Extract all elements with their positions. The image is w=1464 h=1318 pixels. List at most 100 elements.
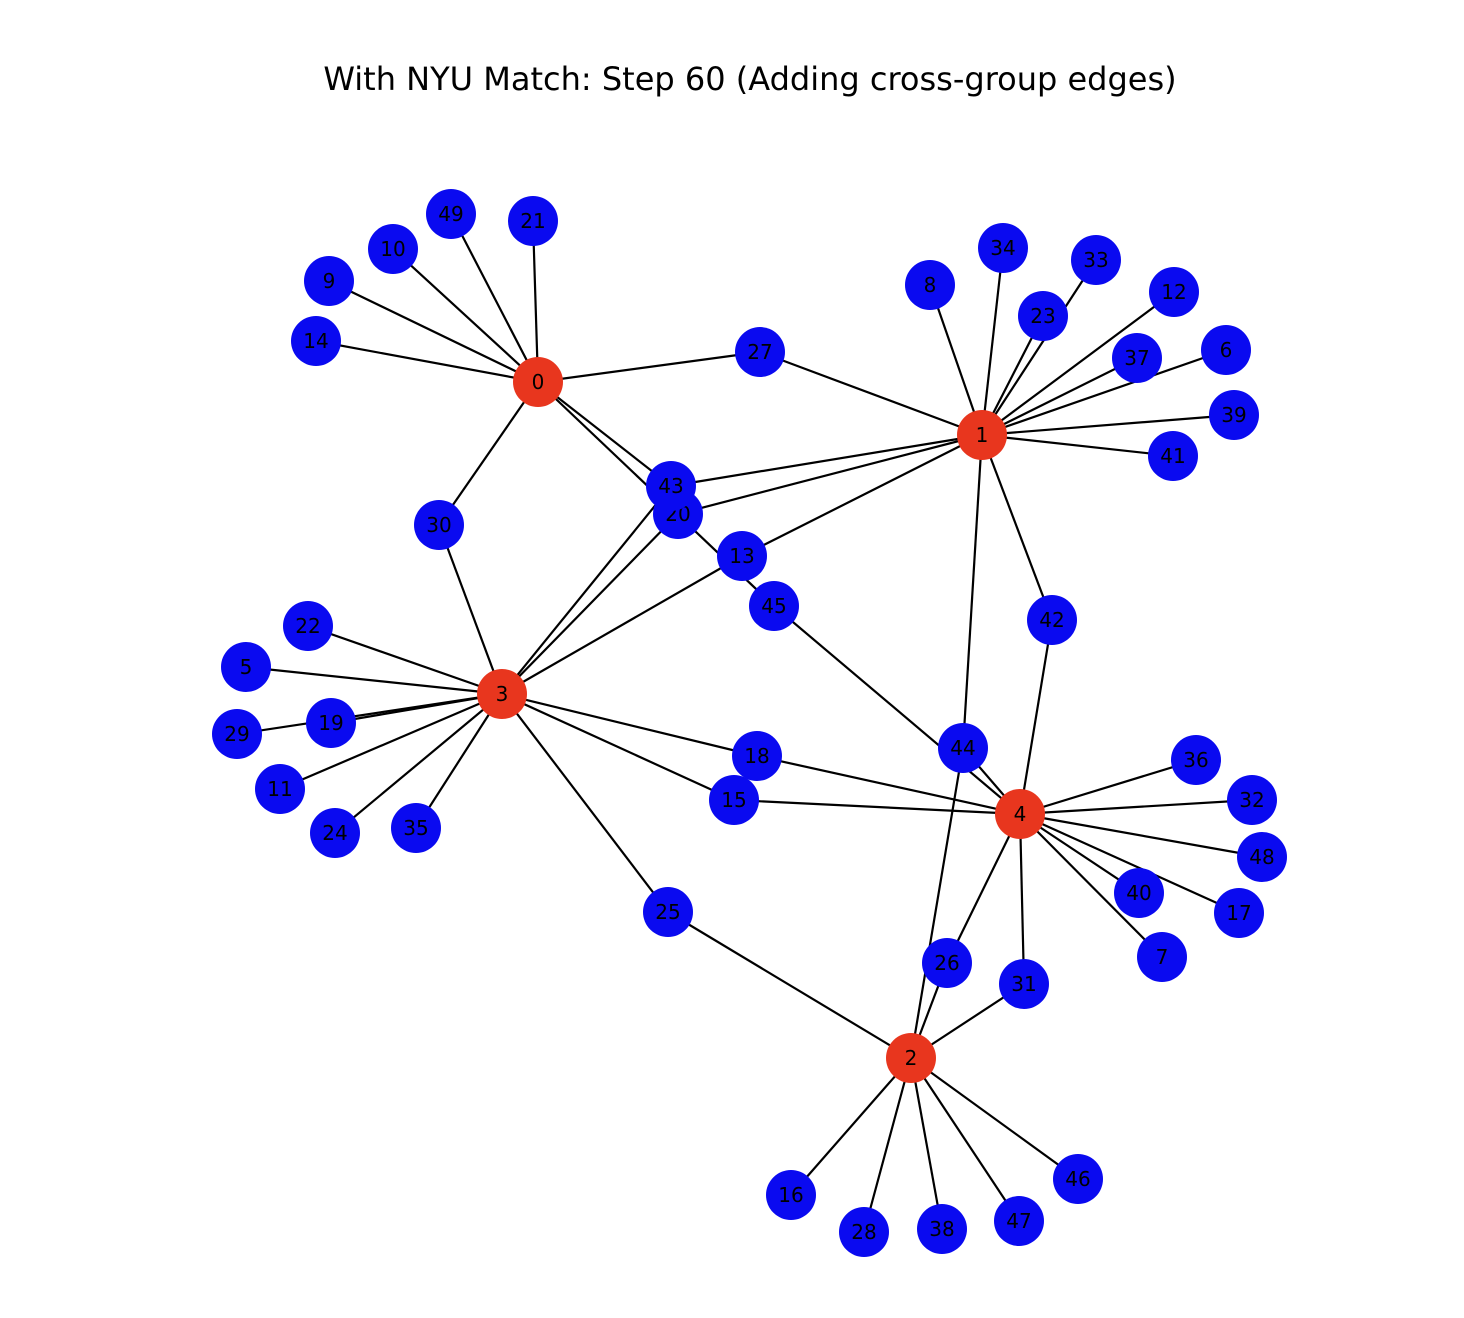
node-circle-30	[414, 500, 464, 550]
hub-node-1: 1	[957, 410, 1007, 460]
node-19: 19	[306, 698, 356, 748]
node-44: 44	[938, 723, 988, 773]
node-circle-45	[749, 581, 799, 631]
node-circle-15	[709, 775, 759, 825]
node-circle-2	[886, 1033, 936, 1083]
edge-1-27	[759, 350, 983, 437]
node-label-47: 47	[1006, 1209, 1031, 1233]
edge-4-45	[773, 605, 1021, 815]
node-label-15: 15	[721, 788, 746, 812]
node-label-48: 48	[1249, 845, 1274, 869]
node-25: 25	[643, 887, 693, 937]
edge-0-21	[531, 220, 540, 383]
node-circle-28	[839, 1207, 889, 1257]
node-label-34: 34	[990, 236, 1015, 260]
node-15: 15	[709, 775, 759, 825]
node-circle-40	[1114, 868, 1164, 918]
edge-4-15	[733, 798, 1021, 816]
node-6: 6	[1201, 325, 1251, 375]
node-circle-32	[1227, 775, 1277, 825]
node-circle-5	[221, 642, 271, 692]
node-48: 48	[1237, 832, 1287, 882]
hub-node-2: 2	[886, 1033, 936, 1083]
edge-2-46	[910, 1057, 1079, 1180]
node-26: 26	[922, 938, 972, 988]
node-circle-31	[999, 959, 1049, 1009]
node-circle-17	[1214, 888, 1264, 938]
edge-1-37	[981, 357, 1138, 436]
node-41: 41	[1148, 431, 1198, 481]
node-circle-35	[391, 803, 441, 853]
node-label-40: 40	[1126, 881, 1151, 905]
node-circle-49	[426, 189, 476, 239]
edge-1-34	[980, 247, 1005, 436]
node-label-30: 30	[426, 513, 451, 537]
node-circle-9	[304, 256, 354, 306]
edge-1-33	[981, 259, 1097, 436]
edge-1-13	[741, 434, 983, 557]
node-label-2: 2	[905, 1046, 918, 1070]
nodes-layer: 0123456789101112131415161718192021222324…	[212, 189, 1287, 1257]
node-circle-11	[255, 764, 305, 814]
node-38: 38	[917, 1204, 967, 1254]
node-40: 40	[1114, 868, 1164, 918]
edge-1-44	[961, 434, 984, 749]
edge-4-26	[946, 813, 1021, 964]
node-34: 34	[978, 223, 1028, 273]
edge-3-5	[245, 665, 503, 696]
node-label-31: 31	[1011, 972, 1036, 996]
node-circle-29	[212, 709, 262, 759]
node-label-14: 14	[303, 329, 328, 353]
node-31: 31	[999, 959, 1049, 1009]
node-9: 9	[304, 256, 354, 306]
node-label-33: 33	[1083, 248, 1108, 272]
edge-3-24	[334, 693, 503, 834]
node-circle-48	[1237, 832, 1287, 882]
node-label-23: 23	[1030, 304, 1055, 328]
node-49: 49	[426, 189, 476, 239]
node-circle-12	[1149, 267, 1199, 317]
node-23: 23	[1018, 291, 1068, 341]
node-circle-39	[1209, 390, 1259, 440]
node-28: 28	[839, 1207, 889, 1257]
node-label-8: 8	[924, 273, 937, 297]
node-circle-3	[477, 669, 527, 719]
edge-4-31	[1018, 813, 1026, 985]
node-label-28: 28	[851, 1220, 876, 1244]
node-43: 43	[646, 461, 696, 511]
edge-0-43	[537, 381, 672, 487]
node-label-5: 5	[240, 655, 253, 679]
node-label-13: 13	[729, 544, 754, 568]
node-12: 12	[1149, 267, 1199, 317]
edge-3-29	[236, 692, 503, 736]
node-36: 36	[1171, 735, 1221, 785]
node-circle-4	[995, 789, 1045, 839]
node-label-18: 18	[744, 744, 769, 768]
node-label-36: 36	[1183, 748, 1208, 772]
edge-3-30	[437, 524, 504, 695]
node-label-10: 10	[380, 237, 405, 261]
node-circle-34	[978, 223, 1028, 273]
node-circle-37	[1112, 333, 1162, 383]
edge-1-42	[980, 434, 1054, 621]
node-label-12: 12	[1161, 280, 1186, 304]
node-circle-0	[513, 357, 563, 407]
edge-0-14	[315, 339, 539, 384]
node-circle-7	[1137, 932, 1187, 982]
edge-3-20	[501, 513, 679, 695]
node-10: 10	[368, 224, 418, 274]
edge-4-18	[756, 754, 1021, 816]
node-label-16: 16	[778, 1183, 803, 1207]
node-circle-6	[1201, 325, 1251, 375]
node-circle-44	[938, 723, 988, 773]
node-33: 33	[1071, 235, 1121, 285]
node-label-25: 25	[655, 900, 680, 924]
node-32: 32	[1227, 775, 1277, 825]
node-label-21: 21	[520, 209, 545, 233]
node-circle-36	[1171, 735, 1221, 785]
node-35: 35	[391, 803, 441, 853]
node-label-19: 19	[318, 711, 343, 735]
node-label-43: 43	[658, 474, 683, 498]
node-circle-46	[1053, 1154, 1103, 1204]
